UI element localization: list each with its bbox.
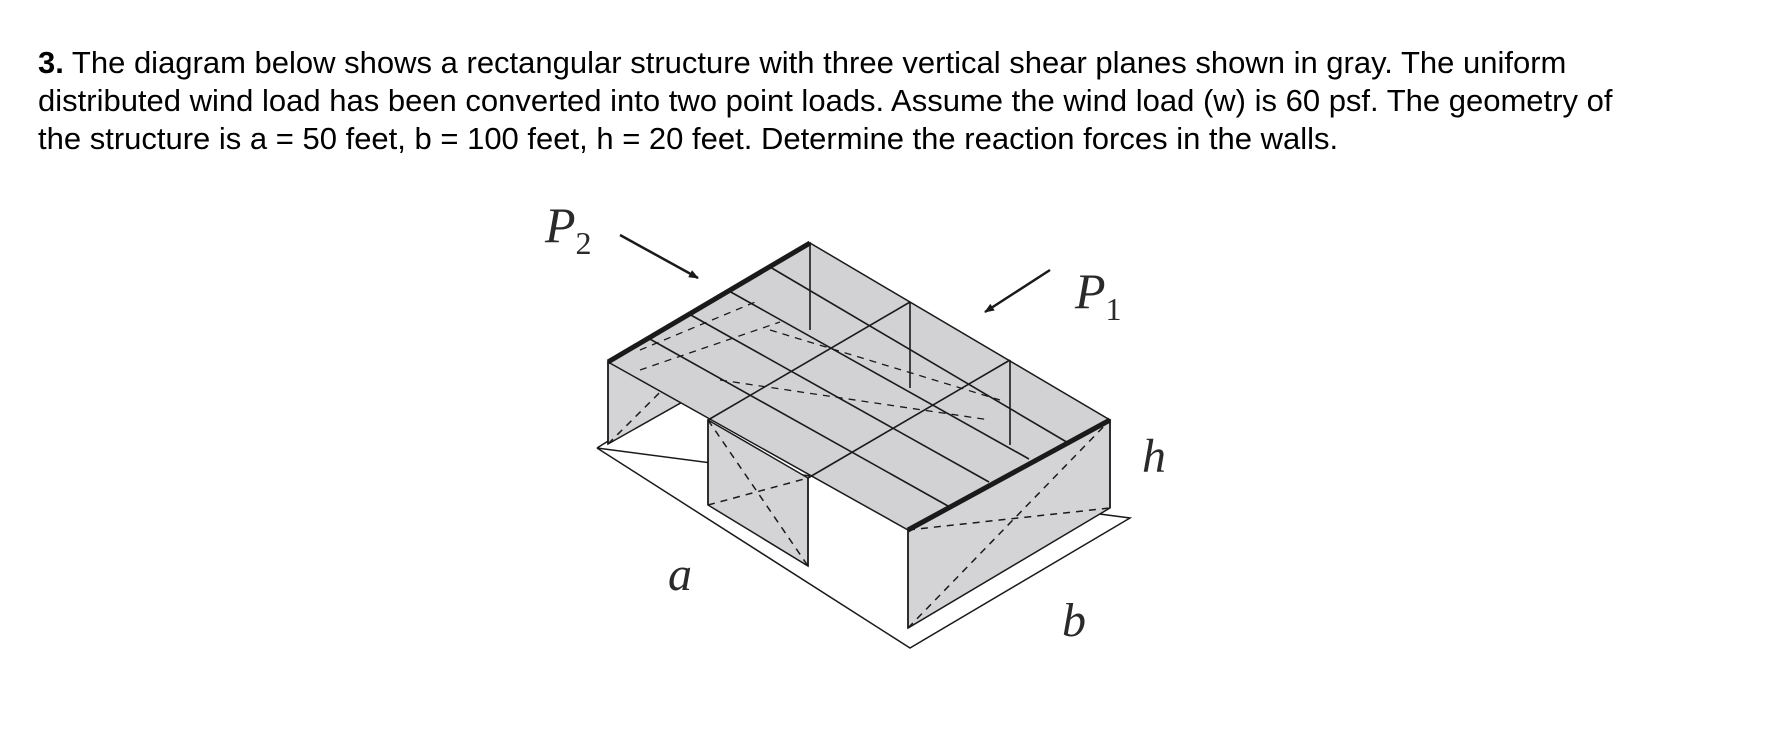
edge-beam-right: [906, 417, 1112, 533]
problem-line-1: 3. The diagram below shows a rectangular…: [38, 44, 1758, 82]
shear-plane-middle-wall-brace-2: [707, 477, 809, 506]
shear-plane-middle-wall-brace-1: [707, 419, 809, 567]
dimension-b-label: b: [1062, 594, 1086, 647]
roof-girder-1: [707, 301, 911, 421]
load-p1-label: P1: [1074, 263, 1122, 327]
roof-brace-3: [719, 379, 991, 421]
load-p2-arrow: [619, 233, 699, 280]
load-p2-subscript: 2: [576, 225, 592, 261]
roof-joist-3: [728, 290, 1030, 460]
problem-line-3: the structure is a = 50 feet, b = 100 fe…: [38, 121, 1339, 156]
roof-joist-4: [769, 266, 1071, 445]
roof-brace-2: [639, 321, 781, 371]
roof-girder-2: [807, 359, 1011, 479]
problem-number: 3.: [38, 45, 64, 80]
load-p1-letter: P: [1074, 263, 1106, 319]
load-p1-arrow: [984, 268, 1051, 314]
load-p1-subscript: 1: [1106, 291, 1122, 327]
roof-brace-4: [769, 329, 1001, 401]
problem-line-2: distributed wind load has been converted…: [38, 83, 1613, 118]
problem-statement: 3. The diagram below shows a rectangular…: [38, 44, 1758, 158]
edge-beam-left: [606, 240, 812, 365]
dimension-h-label: h: [1142, 430, 1166, 483]
shear-plane-right-wall-brace-1: [907, 507, 1111, 531]
shear-plane-right-wall-brace-2: [907, 419, 1111, 629]
problem-line-1-text: The diagram below shows a rectangular st…: [63, 45, 1567, 80]
dimension-a-label: a: [668, 548, 692, 601]
load-p2-label: P2: [544, 197, 592, 261]
roof-brace-1: [639, 299, 761, 351]
roof-joist-1: [647, 337, 949, 507]
load-p2-letter: P: [544, 197, 576, 253]
